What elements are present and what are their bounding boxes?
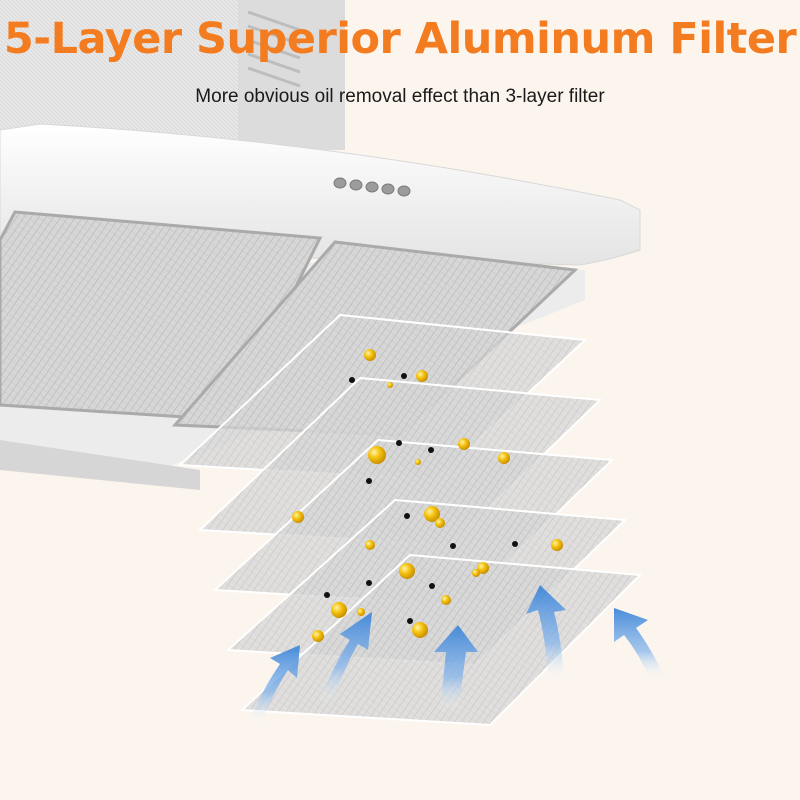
- airflow-arrow-icon: [614, 608, 664, 680]
- oil-droplet-icon: [357, 608, 365, 616]
- oil-droplet-icon: [498, 452, 510, 464]
- dust-particle-icon: [401, 373, 407, 379]
- airflow-arrow-icon: [434, 625, 478, 712]
- dust-particle-icon: [404, 513, 410, 519]
- oil-droplet-icon: [368, 446, 386, 464]
- oil-droplet-icon: [472, 569, 480, 577]
- airflow-arrow-icon: [250, 645, 300, 724]
- oil-droplet-icon: [477, 562, 489, 574]
- oil-droplet-icon: [364, 349, 376, 361]
- dust-particle-icon: [512, 541, 518, 547]
- oil-droplet-icon: [412, 622, 428, 638]
- oil-droplet-icon: [441, 595, 451, 605]
- oil-droplet-icon: [435, 518, 445, 528]
- oil-droplet-icon: [415, 459, 421, 465]
- airflow-arrow-icon: [320, 612, 372, 704]
- oil-droplet-icon: [399, 563, 415, 579]
- dust-particle-icon: [396, 440, 402, 446]
- headline: 5-Layer Superior Aluminum Filter: [3, 14, 797, 64]
- oil-droplet-icon: [331, 602, 347, 618]
- oil-droplet-icon: [458, 438, 470, 450]
- oil-droplet-icon: [387, 382, 393, 388]
- oil-droplet-icon: [551, 539, 563, 551]
- oil-particles: [292, 349, 563, 642]
- dust-particles: [324, 373, 518, 624]
- dust-particle-icon: [366, 580, 372, 586]
- oil-droplet-icon: [424, 506, 440, 522]
- airflow-arrows: [250, 585, 664, 724]
- hood-chimney: [0, 0, 345, 150]
- dust-particle-icon: [450, 543, 456, 549]
- dust-particle-icon: [428, 447, 434, 453]
- dust-particle-icon: [407, 618, 413, 624]
- hood-control-buttons: [333, 177, 411, 197]
- chimney-vent-slots: [247, 10, 301, 88]
- oil-droplet-icon: [365, 540, 375, 550]
- dust-particle-icon: [429, 583, 435, 589]
- dust-particle-icon: [366, 478, 372, 484]
- oil-droplet-icon: [292, 511, 304, 523]
- dust-particle-icon: [349, 377, 355, 383]
- oil-droplet-icon: [312, 630, 324, 642]
- subheadline: More obvious oil removal effect than 3-l…: [195, 86, 605, 107]
- oil-droplet-icon: [416, 370, 428, 382]
- airflow-arrow-icon: [526, 585, 566, 682]
- dust-particle-icon: [324, 592, 330, 598]
